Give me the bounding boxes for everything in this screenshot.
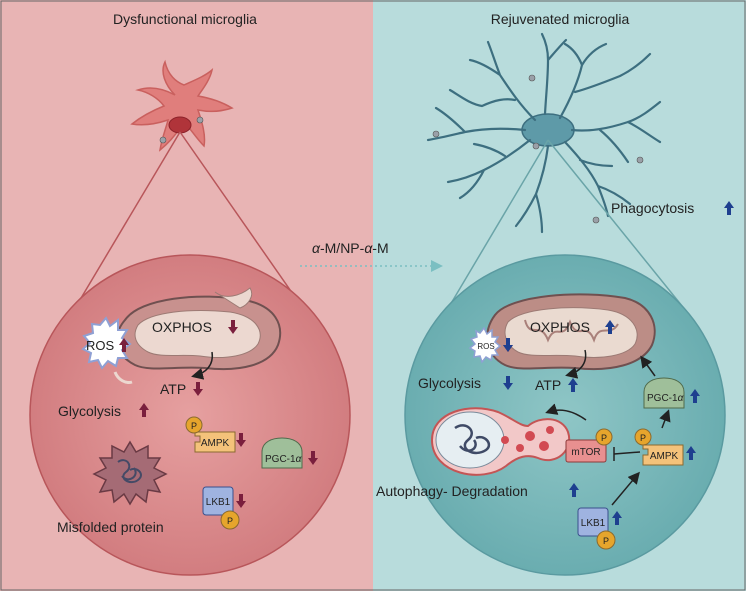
healthy-mitochondrion xyxy=(486,293,656,371)
atp-label-left: ATP xyxy=(160,381,186,397)
misfolded-protein-aggregate xyxy=(92,440,168,506)
mtor-protein xyxy=(565,428,613,463)
misfolded-protein-label: Misfolded protein xyxy=(57,519,164,535)
glycolysis-label-left: Glycolysis xyxy=(58,403,121,419)
autophagosome-lysosome xyxy=(430,407,571,476)
oxphos-to-atp-arrow-right xyxy=(565,349,587,379)
pgc1a-to-mito-arrow xyxy=(640,355,656,377)
lkb1-protein-right xyxy=(577,507,616,550)
ampk-inhibits-mtor xyxy=(613,451,641,455)
dysfunctional-microglia-cell xyxy=(130,59,234,152)
damaged-mitochondrion xyxy=(113,287,282,384)
right-title: Rejuvenated microglia xyxy=(491,11,630,27)
lkb1-p-label-right: P xyxy=(603,536,609,546)
ros-burst-left xyxy=(81,316,132,370)
ampk-phosphate-left xyxy=(185,416,203,434)
pgc1a-protein-left xyxy=(261,437,303,469)
lkb1-protein-left xyxy=(202,486,240,530)
glycolysis-down-arrow-icon xyxy=(503,376,513,390)
pgc1a-label-right: PGC-1α xyxy=(647,393,684,404)
ros-label-left: ROS xyxy=(86,338,115,353)
ampk-to-pgc1a-arrow xyxy=(659,409,671,429)
treatment-label: α-M/NP-α-M xyxy=(312,240,389,256)
ros-label-right: ROS xyxy=(477,342,494,351)
mtor-p-label: P xyxy=(601,433,607,443)
autophagy-label: Autophagy- Degradation xyxy=(376,483,528,499)
zoom-line-right-b xyxy=(547,139,696,323)
ampk-label-right: AMPK xyxy=(650,451,679,462)
lkb1-label-left: LKB1 xyxy=(206,497,231,508)
lkb1-phosphate-right xyxy=(596,530,616,550)
oxphos-to-atp-arrow xyxy=(191,351,214,380)
oxphos-label-right: OXPHOS xyxy=(530,319,590,335)
mtor-phosphate xyxy=(595,428,613,446)
ampk-p-label-right: P xyxy=(640,433,646,443)
ampk-protein-left xyxy=(185,416,236,453)
ampk-p-label-left: P xyxy=(191,421,197,431)
oxphos-label-left: OXPHOS xyxy=(152,319,212,335)
phagocytosis-label: Phagocytosis xyxy=(611,200,694,216)
glycolysis-label-right: Glycolysis xyxy=(418,375,481,391)
ampk-protein-right xyxy=(634,428,684,466)
ampk-label-left: AMPK xyxy=(201,438,230,449)
left-title: Dysfunctional microglia xyxy=(113,11,257,27)
nucleus xyxy=(168,116,192,134)
pgc1a-protein-right xyxy=(643,377,685,409)
atp-label-right: ATP xyxy=(535,377,561,393)
ampk-phosphate-right xyxy=(634,428,652,446)
mtor-to-autophagy-arrow xyxy=(545,403,587,421)
ros-burst-right xyxy=(468,326,502,364)
lkb1-phosphate-left xyxy=(220,510,240,530)
lkb1-to-ampk-arrow xyxy=(611,471,640,506)
rejuvenated-microglia-cell xyxy=(426,32,662,234)
mtor-label: mTOR xyxy=(571,447,600,458)
lkb1-label-right: LKB1 xyxy=(581,518,606,529)
lkb1-p-label-left: P xyxy=(227,516,233,526)
pgc1a-label-left: PGC-1α xyxy=(265,454,302,465)
zoom-line-right-a xyxy=(439,139,549,323)
